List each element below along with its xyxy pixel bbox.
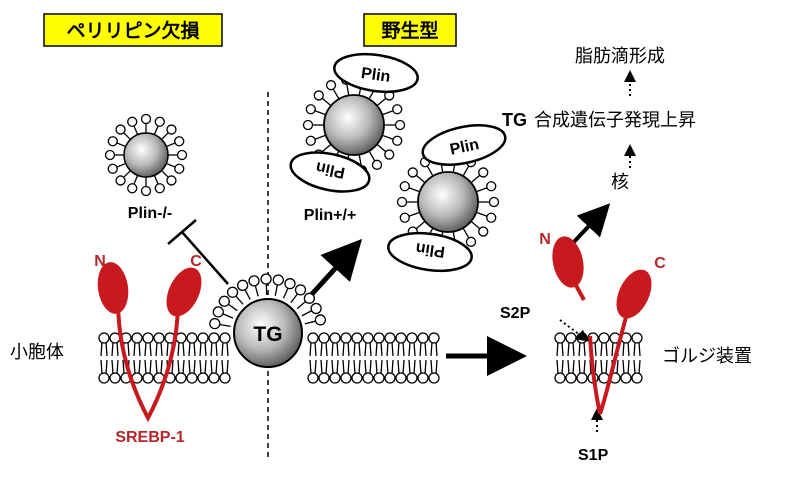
lipid-droplet-formation-label: 脂肪滴形成 xyxy=(575,46,665,67)
plin-label-4: Plin xyxy=(415,239,446,260)
plin-protein-3: Plin xyxy=(421,124,507,166)
plin-protein-2: Plin xyxy=(289,151,371,193)
plin-wt-label: Plin+/+ xyxy=(304,207,356,224)
droplet-bottom-core xyxy=(417,171,479,233)
er-label: 小胞体 xyxy=(10,342,64,363)
arrow-to-droplet xyxy=(310,238,363,296)
plin-protein-1: Plin xyxy=(333,52,419,94)
plin-protein-4: Plin xyxy=(387,231,473,273)
membrane-bulge xyxy=(209,273,327,330)
golgi-label: ゴルジ装置 xyxy=(662,346,752,367)
dotted-arrow-s2p xyxy=(559,319,589,342)
plin-label-3: Plin xyxy=(448,136,480,159)
s1p-label: S1P xyxy=(578,447,609,464)
nucleus-label: 核 xyxy=(611,172,629,193)
perilipin-deficient-label-box: ペリリピン欠損 xyxy=(43,13,223,47)
plin-label-1: Plin xyxy=(360,65,391,86)
plin-label-2: Plin xyxy=(314,158,346,181)
arrow-to-nucleus xyxy=(570,203,611,246)
srebp-n-label-right: N xyxy=(539,231,551,248)
plin-ko-label: Plin-/- xyxy=(128,205,172,222)
inhibition-line xyxy=(167,219,229,285)
wild-type-label-box: 野生型 xyxy=(363,13,457,47)
golgi-membrane xyxy=(554,332,643,384)
srebp-n-label-left: N xyxy=(94,253,106,270)
tg-core-droplet xyxy=(233,298,303,368)
small-lipid-droplet xyxy=(104,113,188,197)
tg-core-label: TG xyxy=(253,323,282,346)
gene-expression-label: 合成遺伝子発現上昇 xyxy=(534,110,696,131)
small-droplet-core xyxy=(123,132,169,178)
srebp-label: SREBP-1 xyxy=(115,429,184,446)
perilipin-deficient-label: ペリリピン欠損 xyxy=(66,19,200,42)
srebp-c-label-left: C xyxy=(190,253,202,270)
s2p-label: S2P xyxy=(500,305,531,322)
tg-expression-prefix: TG xyxy=(502,110,527,130)
srebp-c-label-right: C xyxy=(654,255,666,272)
srebp-n-fragment xyxy=(552,236,586,301)
er-membrane xyxy=(98,332,440,384)
srebp-golgi xyxy=(588,269,652,415)
droplet-top-core xyxy=(323,94,385,156)
wild-type-label: 野生型 xyxy=(381,19,438,42)
srebp-precursor xyxy=(97,262,202,423)
